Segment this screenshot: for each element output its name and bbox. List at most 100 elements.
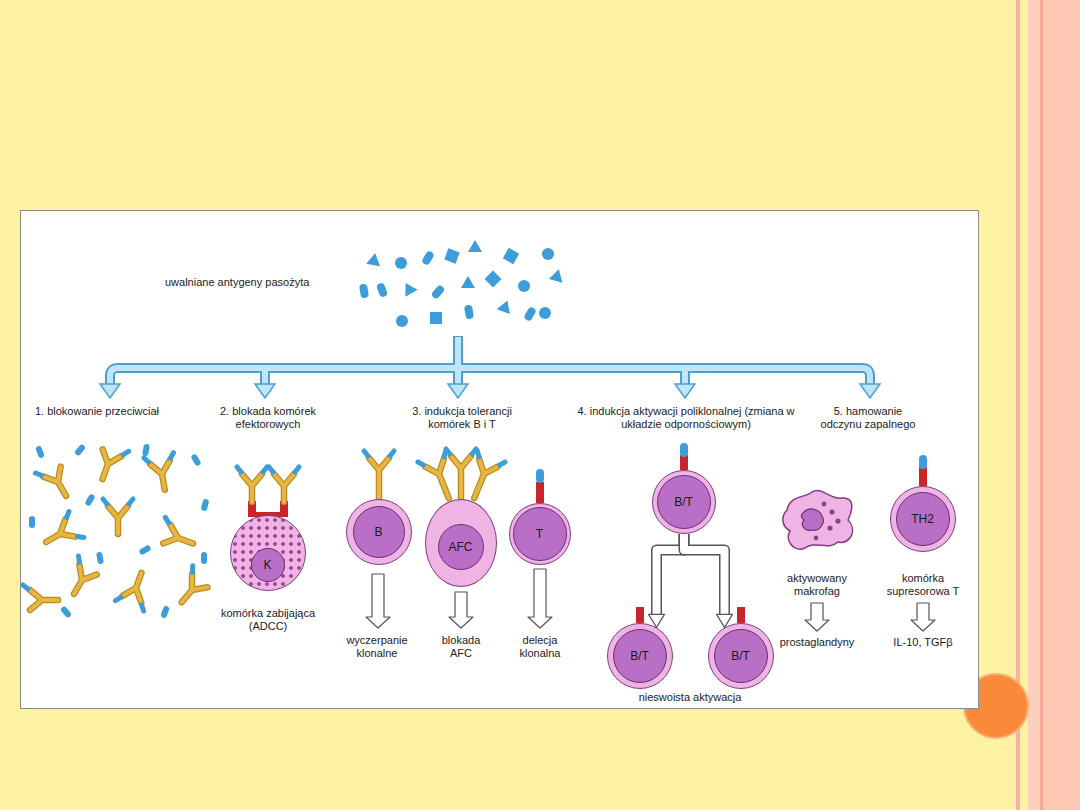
granule <box>822 502 827 507</box>
antibody-fill <box>174 574 207 608</box>
antibody-outline <box>369 458 389 500</box>
free-antigen <box>74 443 86 456</box>
antigen-shape <box>430 284 445 300</box>
bound-antigen <box>269 467 273 472</box>
cell-label: B/T <box>731 649 750 663</box>
antibody-outline <box>41 519 75 550</box>
cell-nucleus: B/T <box>657 475 711 529</box>
bound-antigen <box>144 457 149 463</box>
antigen-shape <box>461 276 475 288</box>
bound-antigen <box>680 443 688 457</box>
antigen <box>464 304 474 319</box>
free-antigen <box>201 552 207 564</box>
antigen-shape <box>376 282 388 298</box>
antigen-shape <box>444 248 459 263</box>
antibody <box>144 453 180 493</box>
antigen-shape <box>485 271 502 288</box>
antigen-shape <box>539 307 551 319</box>
antibody-outline <box>274 474 294 502</box>
antibody <box>61 556 100 599</box>
antibody-outline <box>150 460 175 491</box>
bound-antigen <box>237 467 241 472</box>
antibody <box>237 467 267 502</box>
antibody-fill <box>122 570 150 603</box>
antibody-fill <box>93 449 121 482</box>
antibody-fill <box>465 459 498 502</box>
cell-nucleus: B/T <box>613 629 667 683</box>
free-antigen <box>160 605 170 618</box>
antigen-shape <box>464 304 474 319</box>
antigen <box>542 248 554 260</box>
cell-node: B/T <box>652 470 716 534</box>
antigen <box>523 306 537 322</box>
antigen <box>485 271 502 288</box>
antibody-outline <box>30 590 58 610</box>
caption-label: wyczerpanie klonalne <box>336 634 418 660</box>
bound-antigen <box>129 499 133 504</box>
antigen-shape <box>503 248 519 264</box>
antibody <box>23 585 58 610</box>
antibody <box>93 443 128 484</box>
cell-nucleus: T <box>513 507 567 561</box>
free-antigen <box>84 493 95 506</box>
receptor-stalk <box>636 607 644 623</box>
bound-antigen <box>446 449 450 454</box>
antibody-fill <box>369 458 389 500</box>
macrophage-nucleus <box>801 509 823 530</box>
caption-label: 4. indukcja aktywacji poliklonalnej (zmi… <box>570 405 802 431</box>
bound-antigen <box>36 471 42 477</box>
bound-antigen <box>390 451 394 456</box>
antibody <box>36 461 75 504</box>
cell-label: B <box>374 525 382 539</box>
bound-antigen <box>499 461 505 467</box>
antigen <box>376 282 388 298</box>
antibody-outline <box>43 467 74 501</box>
receptor-stalk <box>680 455 688 470</box>
antibody-outline <box>425 459 458 502</box>
bound-antigen <box>190 566 196 572</box>
antigen <box>468 240 482 252</box>
split-arrow <box>684 534 733 627</box>
caption-label: aktywowany makrofag <box>775 572 859 598</box>
bound-antigen <box>103 499 107 504</box>
antigen-shape <box>549 267 566 282</box>
antibody <box>115 568 155 611</box>
bound-antigen <box>115 596 120 602</box>
antibody <box>446 449 476 498</box>
antibody <box>460 451 505 504</box>
antigen <box>518 280 530 292</box>
antibody-outline <box>242 474 262 502</box>
caption-label: IL-10, TGFβ <box>875 636 971 649</box>
antigen-shape <box>421 250 435 266</box>
antigen <box>430 284 445 300</box>
caption-label: delecja klonalna <box>508 634 572 660</box>
arrow-outline <box>684 534 725 615</box>
caption-label: 3. indukcja tolerancji komórek B i T <box>396 405 528 431</box>
bound-antigen <box>475 451 481 457</box>
bound-antigen <box>140 605 145 611</box>
figure-panel <box>21 211 979 709</box>
cell-node: T <box>509 503 571 565</box>
cell-label: TH2 <box>911 512 934 526</box>
antigen-shape <box>430 312 442 324</box>
antigen <box>359 283 369 298</box>
free-antigen <box>96 552 104 565</box>
cell-label: K <box>263 558 271 572</box>
antigen <box>395 257 407 269</box>
border-stripe <box>1028 0 1040 810</box>
antigen <box>549 267 566 282</box>
result-arrow <box>805 603 829 631</box>
branch-head <box>448 384 468 398</box>
antigen <box>539 307 551 319</box>
antigen-shape <box>395 257 407 269</box>
antibody-fill <box>65 565 96 599</box>
antibody <box>364 451 394 500</box>
granule <box>814 536 819 541</box>
bound-antigen <box>123 450 128 456</box>
free-antigen <box>201 498 210 511</box>
antibody-outline <box>174 574 207 608</box>
border-stripe <box>1040 0 1043 810</box>
free-antigen <box>138 544 151 555</box>
